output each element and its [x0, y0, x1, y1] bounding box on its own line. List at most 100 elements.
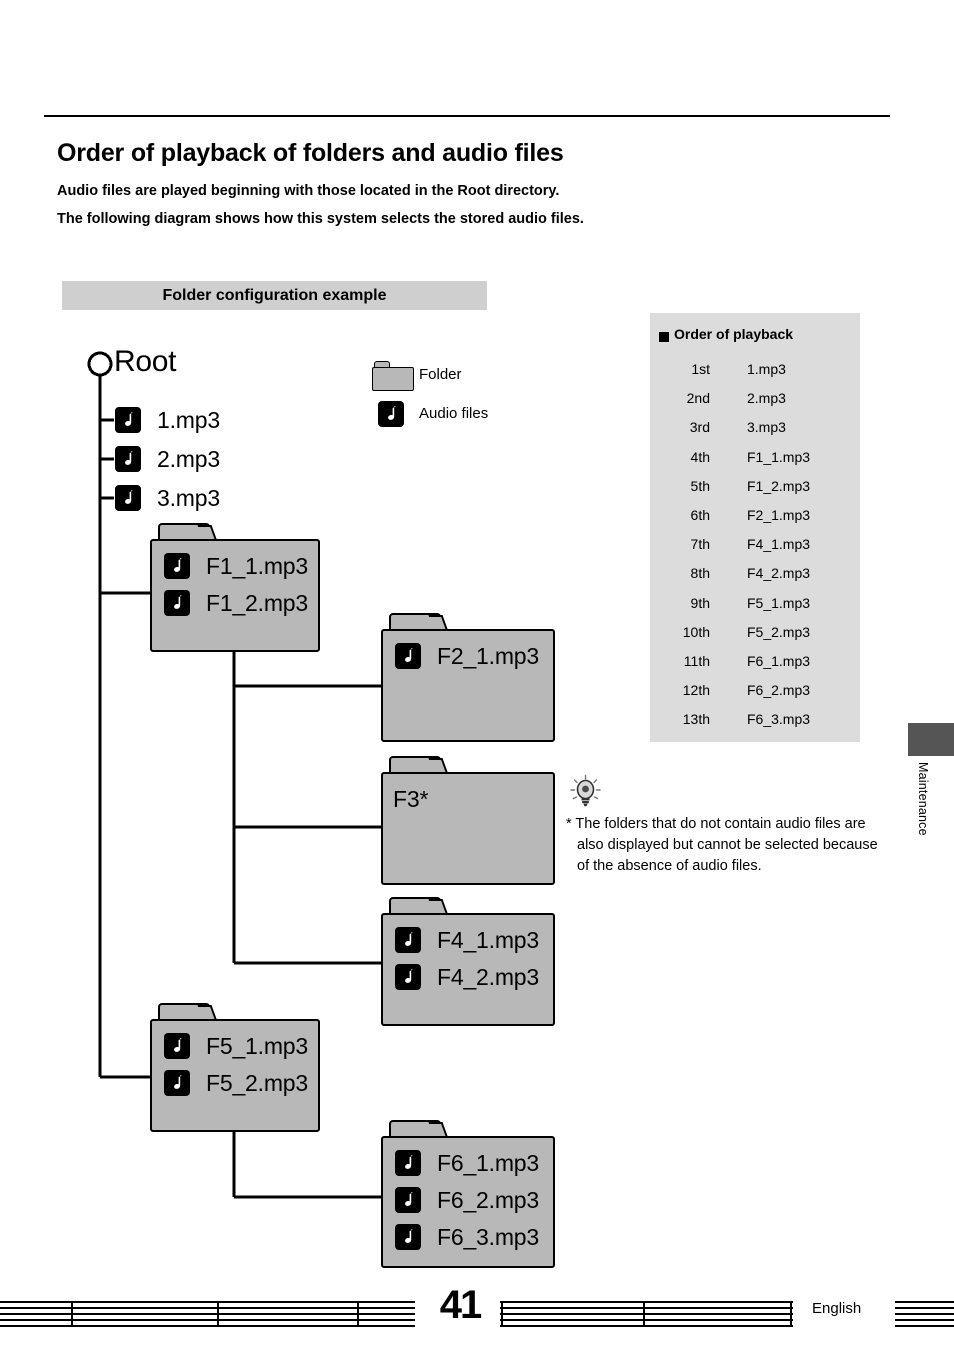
header-rule: [44, 115, 890, 117]
page-title: Order of playback of folders and audio f…: [57, 139, 564, 167]
audio-file-icon: [115, 446, 141, 472]
footer-staff-decoration: [0, 1301, 954, 1327]
audio-file-icon: [164, 590, 190, 616]
audio-file-icon: [115, 485, 141, 511]
order-file: F1_1.mp3: [747, 448, 811, 465]
order-row: 6th F2_1.mp3: [650, 501, 860, 530]
audio-file-icon: [164, 553, 190, 579]
footnote-line-1: * The folders that do not contain audio …: [566, 816, 866, 832]
section-tab-marker: [908, 723, 954, 756]
folder-f6-file-name: F6_1.mp3: [437, 1150, 539, 1176]
order-of-playback-list: 1st 1.mp3 2nd 2.mp3 3rd 3.mp3 4th F1_1.mp3 5…: [650, 355, 860, 734]
folder-f4[interactable]: F4_1.mp3 F4_2.mp3: [381, 897, 555, 1026]
order-file: 2.mp3: [747, 390, 786, 407]
folder-f5-file-name: F5_1.mp3: [206, 1033, 308, 1059]
folder-f3[interactable]: F3*: [381, 756, 555, 885]
folder-f3-tab: [389, 756, 441, 774]
order-rank: 7th: [690, 536, 710, 553]
folder-f4-file-name: F4_1.mp3: [437, 927, 539, 953]
folder-f6-file-name: F6_2.mp3: [437, 1187, 539, 1213]
audio-file-icon: [378, 401, 404, 427]
order-rank: 11th: [683, 652, 710, 669]
order-file: 3.mp3: [747, 419, 786, 436]
folder-f2-file-name: F2_1.mp3: [437, 643, 539, 669]
order-rank: 3rd: [689, 419, 710, 436]
root-file-name: 3.mp3: [157, 485, 220, 511]
order-row: 9th F5_1.mp3: [650, 589, 860, 618]
folder-f1[interactable]: F1_1.mp3 F1_2.mp3: [150, 523, 320, 652]
legend-audio-label: Audio files: [419, 405, 489, 422]
section-tab-label: Maintenance: [916, 762, 930, 836]
audio-file-icon: [395, 1187, 421, 1213]
folder-icon-body: [372, 367, 414, 391]
page-number: 41: [439, 1283, 483, 1327]
folder-f5-tab: [158, 1003, 210, 1021]
order-rank: 13th: [682, 711, 710, 728]
order-rank: 10th: [682, 623, 710, 640]
folder-f3-label: F3*: [393, 786, 429, 812]
footnote-text: * The folders that do not contain audio …: [566, 814, 896, 877]
order-row: 13th F6_3.mp3: [650, 705, 860, 734]
order-rank: 12th: [682, 682, 710, 699]
audio-file-icon: [395, 964, 421, 990]
folder-f1-tab: [158, 523, 210, 541]
folder-f2[interactable]: F2_1.mp3: [381, 613, 555, 742]
audio-file-icon: [395, 1224, 421, 1250]
folder-f6[interactable]: F6_1.mp3 F6_2.mp3 F6_3.mp3: [381, 1120, 555, 1268]
order-file: F4_2.mp3: [747, 565, 811, 582]
order-rank: 8th: [690, 565, 710, 582]
folder-f4-file-name: F4_2.mp3: [437, 964, 539, 990]
order-row: 1st 1.mp3: [650, 355, 860, 384]
order-rank: 4th: [690, 448, 710, 465]
order-row: 3rd 3.mp3: [650, 413, 860, 442]
folder-configuration-banner: Folder configuration example: [62, 281, 487, 310]
order-row: 7th F4_1.mp3: [650, 530, 860, 559]
audio-file-icon: [164, 1033, 190, 1059]
folder-icon: [372, 361, 414, 391]
folder-icon-tab: [374, 361, 390, 368]
audio-file-icon: [115, 407, 141, 433]
order-row: 10th F5_2.mp3: [650, 618, 860, 647]
order-row: 8th F4_2.mp3: [650, 559, 860, 588]
order-file: F5_1.mp3: [747, 594, 811, 611]
banner-label: Folder configuration example: [162, 287, 387, 304]
root-label: Root: [114, 345, 177, 378]
footnote-line-2: also displayed but cannot be selected be…: [577, 837, 878, 853]
order-of-playback-title: Order of playback: [674, 326, 794, 342]
folder-f5[interactable]: F5_1.mp3 F5_2.mp3: [150, 1003, 320, 1132]
folder-f2-tab: [389, 613, 441, 631]
root-node-circle: [87, 351, 113, 377]
order-row: 11th F6_1.mp3: [650, 647, 860, 676]
order-row: 2nd 2.mp3: [650, 384, 860, 413]
folder-f6-file-name: F6_3.mp3: [437, 1224, 539, 1250]
order-row: 4th F1_1.mp3: [650, 443, 860, 472]
order-file: F6_2.mp3: [747, 682, 811, 699]
order-file: 1.mp3: [747, 361, 786, 377]
order-of-playback-bullet: [659, 332, 669, 342]
audio-file-icon: [395, 1150, 421, 1176]
footnote-line-3: of the absence of audio files.: [577, 858, 762, 874]
audio-file-icon: [395, 927, 421, 953]
order-rank: 9th: [690, 594, 710, 611]
order-file: F4_1.mp3: [747, 536, 811, 553]
order-file: F5_2.mp3: [747, 623, 811, 640]
order-file: F1_2.mp3: [747, 477, 811, 494]
lightbulb-icon: [566, 773, 606, 813]
folder-f4-tab: [389, 897, 441, 915]
legend-folder-label: Folder: [419, 366, 462, 383]
order-file: F6_1.mp3: [747, 652, 811, 669]
audio-file-icon: [164, 1070, 190, 1096]
folder-f5-file-name: F5_2.mp3: [206, 1070, 308, 1096]
order-rank: 5th: [690, 477, 710, 494]
order-rank: 1st: [691, 361, 710, 377]
order-rank: 2nd: [686, 390, 710, 407]
folder-f6-tab: [389, 1120, 441, 1138]
footer-language-label: English: [812, 1300, 862, 1317]
root-file-name: 1.mp3: [157, 407, 220, 433]
order-file: F6_3.mp3: [747, 711, 811, 728]
order-file: F2_1.mp3: [747, 506, 811, 523]
folder-f3-body: [381, 772, 555, 885]
order-rank: 6th: [690, 506, 710, 523]
